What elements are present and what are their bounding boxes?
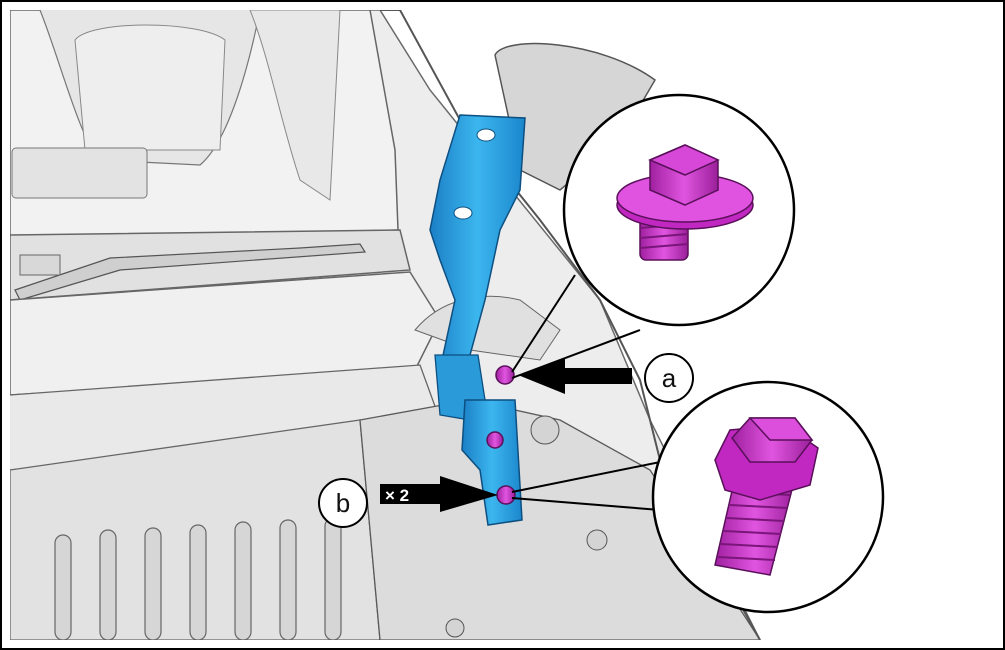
leader-line-a-top	[511, 274, 576, 373]
leader-line-b-bottom	[511, 497, 661, 511]
wiper-arm	[19, 254, 61, 276]
quantity-label: × 2	[385, 486, 409, 505]
bolt-b-icon	[714, 417, 819, 576]
seat-back	[74, 24, 226, 151]
rear-mirror	[11, 147, 148, 199]
callout-a-label: a	[662, 363, 677, 393]
callout-b-label: b	[336, 488, 350, 518]
strut-mount	[530, 415, 560, 445]
wiper-blade	[14, 243, 367, 301]
vehicle-background	[10, 10, 761, 640]
magnified-view-bolt-b	[651, 380, 885, 614]
arrow-b: × 2	[380, 476, 498, 512]
arrow-a	[518, 358, 632, 394]
body-fastener	[586, 529, 608, 551]
hood-hinge	[429, 114, 526, 526]
bolt-a-icon	[616, 144, 754, 261]
hood-panel	[10, 271, 441, 396]
bolt-b-lower-location	[496, 485, 516, 505]
bolt-a-location	[495, 365, 515, 385]
a-pillar-trim	[249, 10, 341, 201]
body-fastener-lower	[445, 618, 465, 638]
fender-edge	[380, 10, 761, 640]
callout-a: a	[644, 353, 694, 403]
magnified-view-bolt-a	[562, 93, 796, 327]
leader-line-b-top	[511, 459, 671, 493]
bolt-b-upper-location	[486, 431, 504, 449]
callout-b: b	[318, 478, 368, 528]
